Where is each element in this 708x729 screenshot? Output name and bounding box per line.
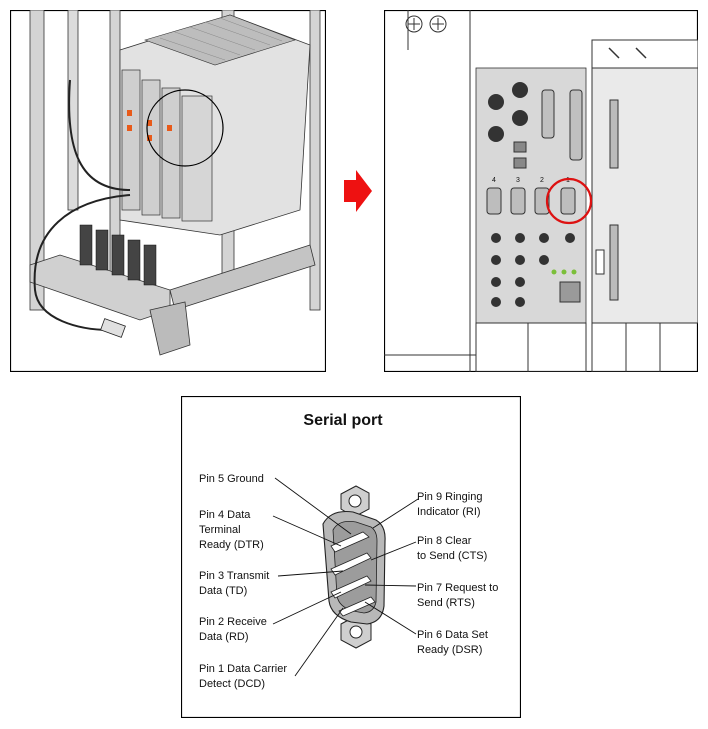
io-panel-drawing: 4 3 2 1 [384,10,698,372]
pin-9-label: Pin 9 Ringing Indicator (RI) [417,491,486,518]
pin-3-label: Pin 3 Transmit Data (TD) [199,570,272,597]
pin-slots [330,531,376,617]
rack-illustration-panel [10,10,326,372]
serial-port-diagram: Serial port [181,396,521,718]
io-panel-detail: 4 3 2 1 [384,10,698,372]
port-label-3: 3 [516,177,520,184]
pin-4-label: Pin 4 Data Terminal Ready (DTR) [199,509,264,551]
pin-8-label: Pin 8 Clear to Send (CTS) [417,535,487,562]
diagram-title: Serial port [303,412,383,429]
rack-illustration [10,10,326,372]
pin-7-label: Pin 7 Request to Send (RTS) [417,582,501,609]
pin-6-label: Pin 6 Data Set Ready (DSR) [417,629,491,656]
port-label-2: 2 [540,177,544,184]
right-arrow-icon [344,170,372,212]
port-label-4: 4 [492,177,496,184]
pin-1-label: Pin 1 Data Carrier Detect (DCD) [199,663,290,690]
serial-port-highlight [545,177,593,225]
serial-port-pinout: Serial port [181,396,521,718]
top-hex-nut [340,485,370,518]
pin-2-label: Pin 2 Receive Data (RD) [199,616,270,643]
pin-5-label: Pin 5 Ground [199,473,264,485]
port-label-1: 1 [566,177,570,184]
